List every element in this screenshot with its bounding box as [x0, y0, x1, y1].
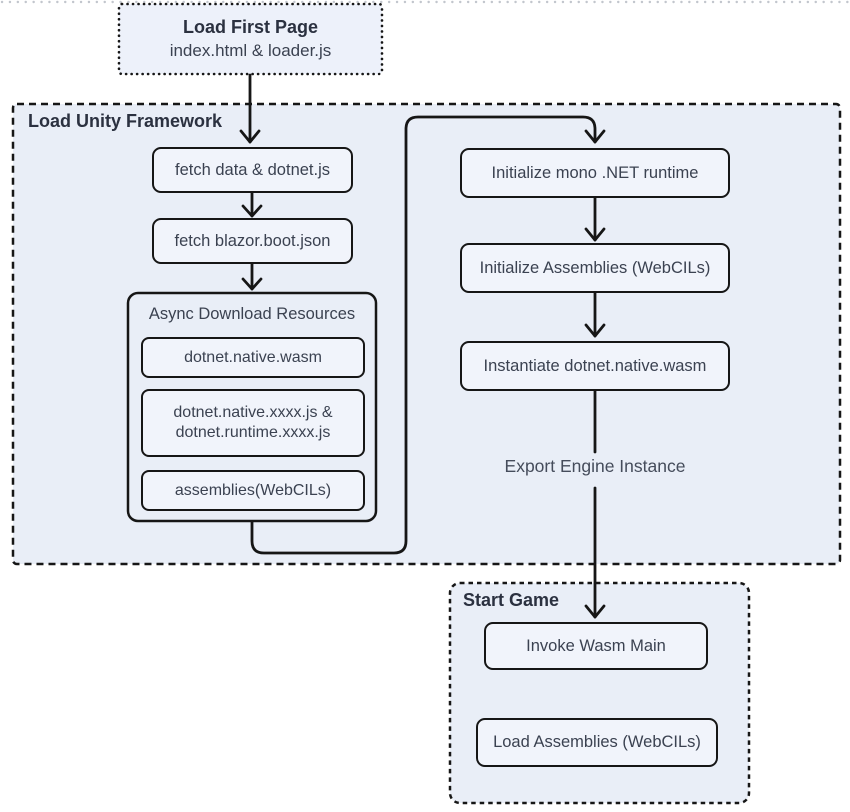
arrow-fetchblazor-to-async	[241, 262, 263, 291]
load-first-page-border	[117, 2, 384, 76]
arrow-down-icon	[241, 277, 263, 291]
node-init-assemblies-label: Initialize Assemblies (WebCILs)	[479, 258, 711, 277]
node-instantiate-wasm-label: Instantiate dotnet.native.wasm	[483, 356, 707, 375]
arrow-fetchdata-to-fetchblazor	[241, 191, 263, 218]
node-load-assemblies-label: Load Assemblies (WebCILs)	[493, 733, 701, 752]
start-game-border	[448, 581, 751, 805]
load-first-page-subtitle: index.html & loader.js	[169, 40, 332, 60]
load-first-page-title: Load First Page	[182, 17, 319, 38]
node-init-mono-runtime: Initialize mono .NET runtime	[460, 148, 730, 198]
arrow-initassemblies-to-instantiate	[584, 291, 606, 338]
export-engine-instance-label: Export Engine Instance	[504, 456, 686, 476]
node-fetch-data: fetch data & dotnet.js	[152, 147, 353, 193]
node-invoke-wasm-main-label: Invoke Wasm Main	[526, 636, 666, 655]
node-init-assemblies: Initialize Assemblies (WebCILs)	[460, 243, 730, 293]
arrow-down-icon	[584, 129, 606, 144]
node-fetch-blazor: fetch blazor.boot.json	[152, 218, 353, 264]
async-group-title: Async Download Resources	[148, 305, 356, 323]
arrow-down-icon	[584, 604, 606, 619]
unity-framework-label: Load Unity Framework	[28, 111, 223, 131]
node-assemblies-webcils: assemblies(WebCILs)	[141, 470, 365, 511]
arrow-export-to-invoke	[584, 486, 606, 619]
node-fetch-blazor-label: fetch blazor.boot.json	[174, 231, 331, 250]
connector-left-column-to-right-column	[250, 115, 606, 555]
node-dotnet-js-line2: dotnet.runtime.xxxx.js	[175, 424, 331, 441]
node-assemblies-webcils-label: assemblies(WebCILs)	[174, 481, 332, 499]
arrow-down-icon	[241, 204, 263, 218]
arrow-firstpage-to-fetchdata	[239, 73, 261, 144]
node-fetch-data-label: fetch data & dotnet.js	[174, 160, 331, 179]
load-first-page-box: Load First Page index.html & loader.js	[119, 4, 382, 74]
node-dotnet-native-wasm: dotnet.native.wasm	[141, 337, 365, 378]
node-load-assemblies: Load Assemblies (WebCILs)	[476, 718, 718, 767]
node-init-mono-runtime-label: Initialize mono .NET runtime	[491, 163, 699, 182]
arrow-down-icon	[584, 227, 606, 242]
arrow-down-icon	[239, 129, 261, 144]
node-instantiate-wasm: Instantiate dotnet.native.wasm	[460, 341, 730, 391]
arrow-down-icon	[584, 323, 606, 338]
arrow-initmono-to-initassemblies	[584, 196, 606, 242]
node-dotnet-js-line1: dotnet.native.xxxx.js &	[173, 404, 333, 421]
node-invoke-wasm-main: Invoke Wasm Main	[484, 622, 708, 670]
node-dotnet-native-wasm-label: dotnet.native.wasm	[184, 348, 322, 366]
node-dotnet-js-files: dotnet.native.xxxx.js & dotnet.runtime.x…	[141, 389, 365, 457]
start-game-label: Start Game	[463, 590, 560, 610]
